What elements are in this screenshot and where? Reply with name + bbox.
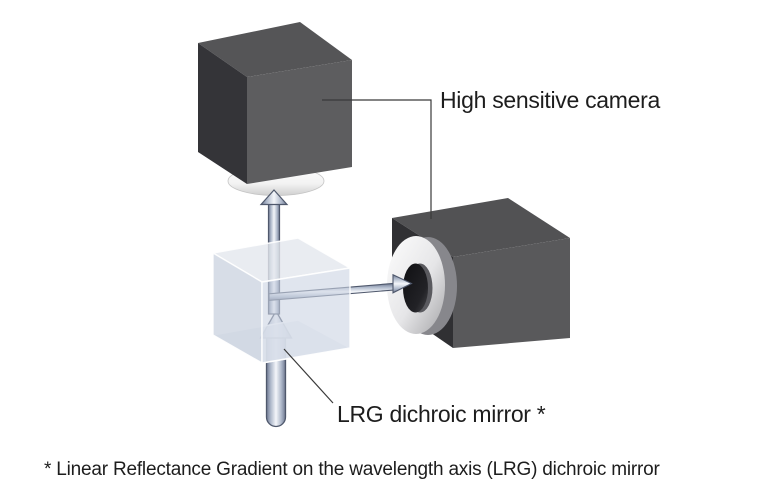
top-camera-top-face	[198, 22, 352, 77]
reflected-beam-arrowhead	[392, 273, 413, 294]
top-camera-front-face	[247, 60, 352, 184]
mirror-front-face	[261, 267, 351, 364]
side-camera	[387, 198, 570, 348]
side-camera-lens-hole	[403, 263, 428, 313]
camera-label-connector	[322, 99, 432, 219]
side-camera-front-face	[453, 238, 570, 348]
footnote-text: * Linear Reflectance Gradient on the wav…	[44, 459, 660, 480]
transmitted-beam-arrowhead	[259, 189, 289, 206]
top-camera	[198, 22, 352, 196]
dichroic-mirror-cube	[212, 237, 351, 364]
mirror-label-connector	[283, 348, 334, 404]
mirror-label: LRG dichroic mirror *	[337, 401, 546, 427]
top-camera-left-face	[198, 43, 247, 184]
side-camera-lens-ring	[387, 236, 457, 335]
camera-label: High sensitive camera	[440, 87, 660, 113]
